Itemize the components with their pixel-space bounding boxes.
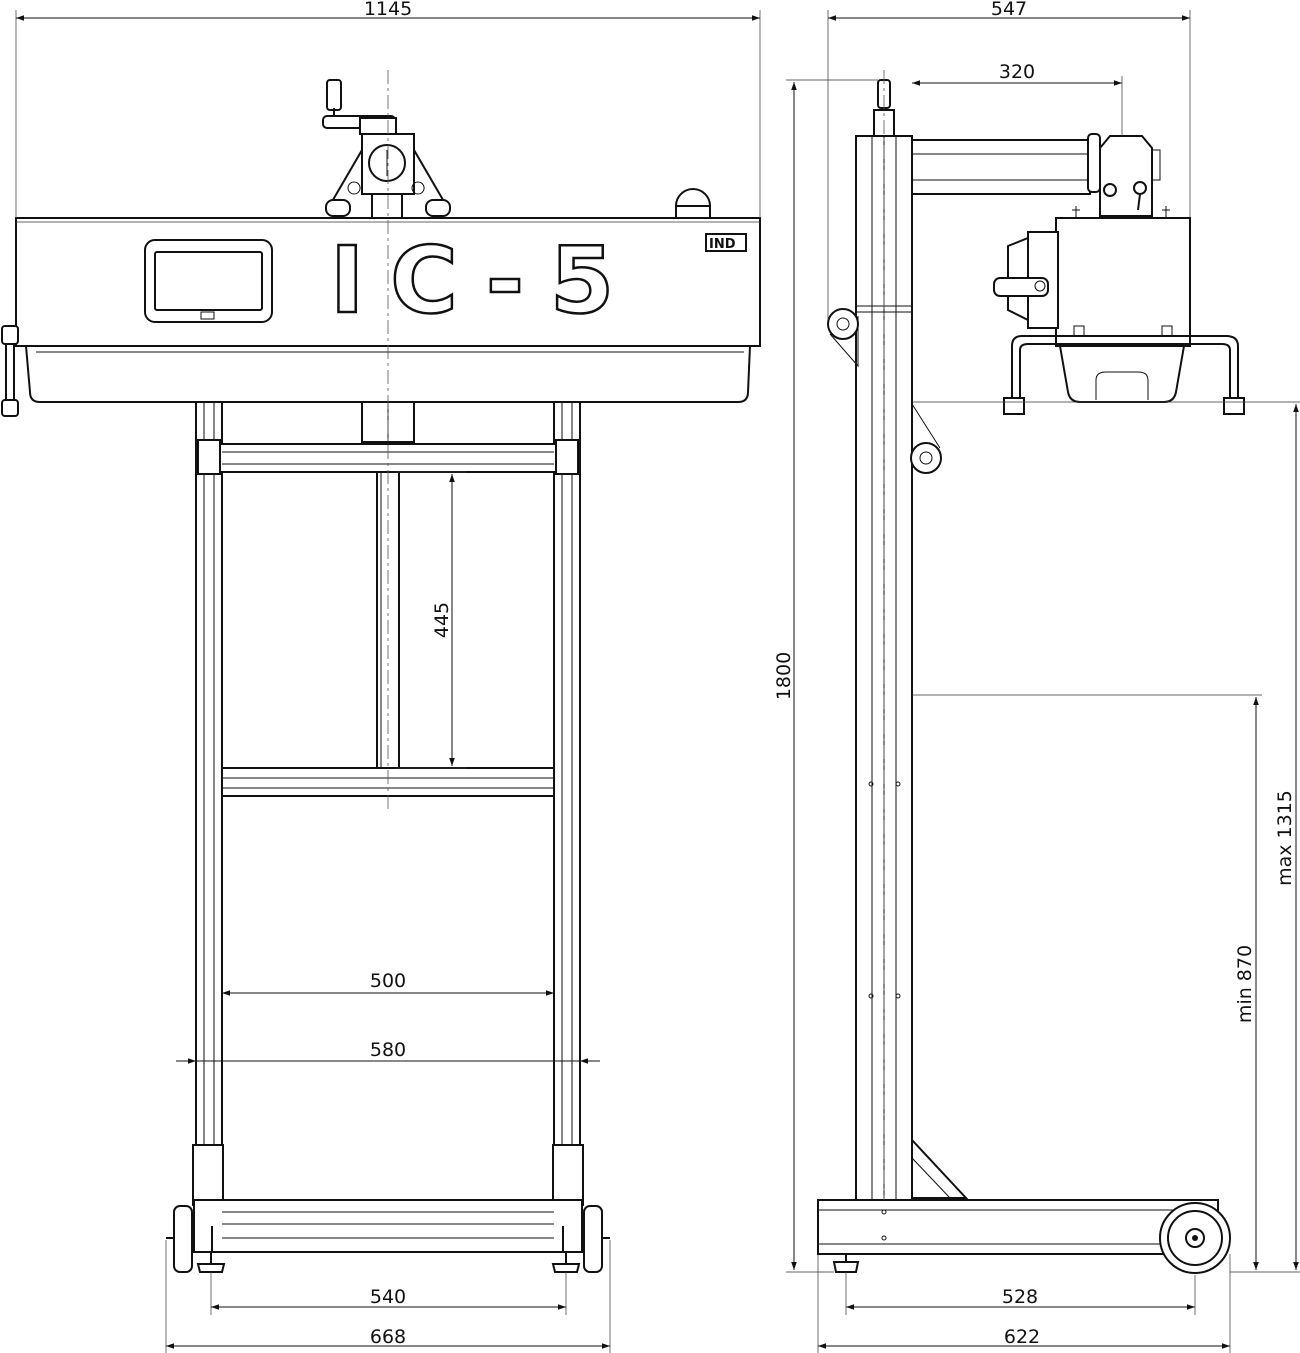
dim-foot-spacing: 540: [370, 1286, 406, 1308]
front-dimensions: 1145 445 500 580 540 668: [15, 0, 761, 1353]
side-base: [817, 1199, 1219, 1273]
dim-wheel-span: 668: [370, 1326, 406, 1348]
crank-handle: [322, 79, 397, 135]
side-head-mount: [1099, 135, 1161, 217]
brand-badge: IND: [709, 237, 736, 252]
front-wheels: [166, 1205, 610, 1273]
front-feet: [196, 1252, 581, 1273]
side-tray: [1058, 345, 1186, 403]
dim-arm-reach: 320: [999, 61, 1035, 83]
side-rollers: [827, 308, 942, 474]
side-wheel: [1159, 1202, 1231, 1274]
dim-overall-height: 1800: [773, 652, 795, 700]
model-logo: IC-5: [330, 227, 640, 334]
dim-overall-width: 1145: [364, 0, 412, 20]
side-dimensions: 547 320 1800 max 1315 min 870 528: [773, 0, 1300, 1353]
dim-overall-depth: 547: [991, 0, 1027, 20]
dim-base-outer: 622: [1004, 1326, 1040, 1348]
beacon-light: [674, 188, 712, 219]
dim-min-height: min 870: [1234, 945, 1256, 1023]
front-frame: [192, 401, 584, 1253]
dim-inner-width: 500: [370, 970, 406, 992]
dim-frame-width: 580: [370, 1039, 406, 1061]
dim-lift-travel: 445: [431, 602, 453, 638]
side-view: 547 320 1800 max 1315 min 870 528: [773, 0, 1300, 1353]
side-arm: [911, 133, 1101, 195]
dim-base-inner: 528: [1002, 1286, 1038, 1308]
front-view: IC-5 IND: [1, 0, 761, 1353]
side-print-head: [993, 206, 1191, 347]
dim-max-height: max 1315: [1274, 790, 1296, 886]
side-column: [855, 79, 969, 1201]
